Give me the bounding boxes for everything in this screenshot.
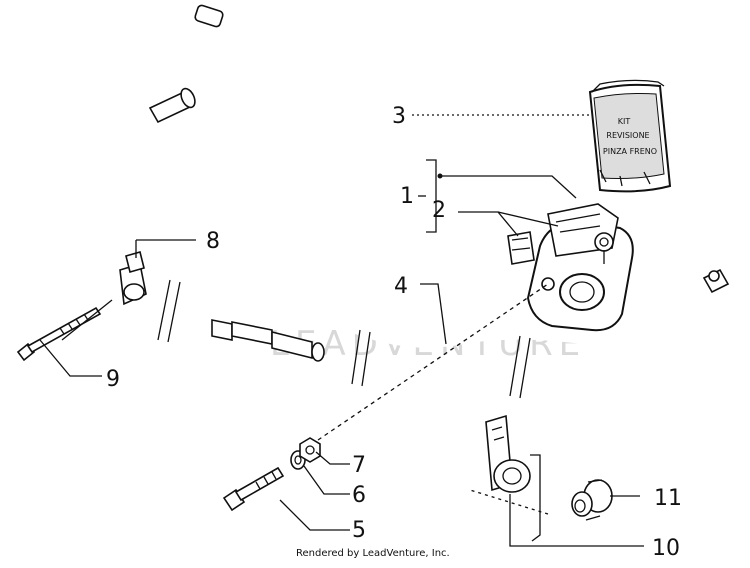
callout-8: 8 <box>206 229 220 254</box>
render-credit: Rendered by LeadVenture, Inc. <box>296 548 450 559</box>
callout-11: 11 <box>654 486 682 511</box>
cable-bracket <box>485 414 531 493</box>
kit-line-1: KIT <box>618 117 631 126</box>
callout-10: 10 <box>652 536 680 561</box>
brake-pads <box>507 231 535 265</box>
callout-2: 2 <box>432 198 446 223</box>
callout-7: 7 <box>352 453 366 478</box>
grommet <box>571 479 613 521</box>
kit-line-3: PINZA FRENO <box>603 147 657 156</box>
callout-5: 5 <box>352 518 366 543</box>
leader-lines <box>39 114 644 547</box>
brake-caliper <box>526 203 634 332</box>
callout-labels: 1 2 3 4 5 6 7 8 9 10 11 <box>106 104 682 561</box>
callout-1: 1 <box>400 184 414 209</box>
nut-7 <box>299 437 321 463</box>
cable-clamp <box>119 251 147 306</box>
kit-bag: KIT REVISIONE PINZA FRENO <box>588 79 672 193</box>
bolt-9 <box>16 306 102 362</box>
brake-cable <box>98 4 730 399</box>
kit-line-2: REVISIONE <box>606 131 649 140</box>
callout-4: 4 <box>394 274 408 299</box>
callout-3: 3 <box>392 104 406 129</box>
callout-9: 9 <box>106 367 120 392</box>
bolt-5 <box>222 466 285 512</box>
callout-6: 6 <box>352 483 366 508</box>
